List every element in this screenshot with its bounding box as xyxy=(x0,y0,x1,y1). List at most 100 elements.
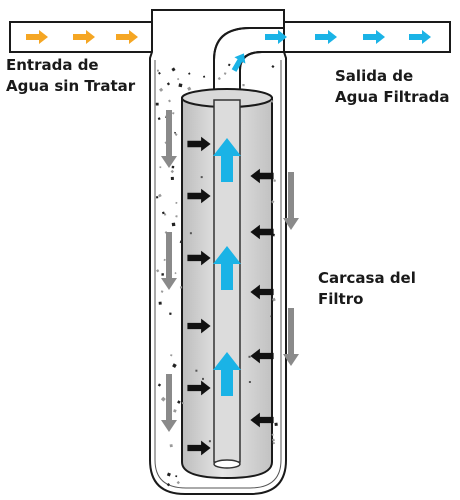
sediment-particle-icon xyxy=(273,179,276,182)
sediment-particle-icon xyxy=(168,99,171,103)
outlet-label-line-1: Salida de xyxy=(335,67,414,85)
sediment-particle-icon xyxy=(271,438,276,442)
outlet-flow-arrow xyxy=(231,53,246,72)
inward-flow-arrow xyxy=(187,136,211,152)
sediment-particle-icon xyxy=(248,355,251,358)
filtered-up-arrow xyxy=(213,246,241,290)
housing-label-line-1: Carcasa del xyxy=(318,269,416,287)
sediment-particle-icon xyxy=(174,133,178,136)
inlet-flow-arrow xyxy=(73,30,95,44)
sediment-particle-icon xyxy=(170,176,174,181)
sediment-particle-icon xyxy=(188,72,191,75)
outlet-label-line-2: Agua Filtrada xyxy=(335,88,450,106)
sediment-particle-icon xyxy=(157,383,162,387)
sediment-particle-icon xyxy=(175,201,178,204)
sediment-particle-icon xyxy=(171,222,176,227)
sediment-particle-icon xyxy=(175,475,178,478)
sediment-particle-icon xyxy=(248,381,251,383)
sediment-particle-icon xyxy=(156,69,159,72)
sediment-particle-icon xyxy=(170,354,173,357)
sediment-particle-icon xyxy=(166,483,171,487)
sediment-particle-icon xyxy=(179,286,183,289)
sediment-particle-icon xyxy=(274,422,278,426)
sediment-particle-icon xyxy=(270,99,274,103)
sediment-particle-icon xyxy=(172,363,177,368)
sediment-particle-icon xyxy=(223,72,227,75)
sediment-particle-icon xyxy=(171,165,175,169)
sediment-particle-icon xyxy=(156,196,159,199)
outlet-label: Salida de Agua Filtrada xyxy=(335,66,449,108)
sediment-particle-icon xyxy=(174,131,176,134)
downflow-arrow xyxy=(161,110,177,168)
downflow-arrow xyxy=(161,232,177,290)
sediment-particle-icon xyxy=(158,193,162,198)
sediment-particle-icon xyxy=(227,63,231,67)
center-tube-bottom xyxy=(213,459,241,469)
flow-arrows xyxy=(26,30,431,456)
sediment-particle-icon xyxy=(200,176,203,179)
sediment-particle-icon xyxy=(272,297,276,302)
sediment-particle-icon xyxy=(176,480,180,485)
inward-flow-arrow xyxy=(250,168,274,184)
sediment-particle-icon xyxy=(175,215,178,218)
sediment-particle-icon xyxy=(271,64,275,69)
sediment-particle-icon xyxy=(161,211,165,215)
sediment-particle-icon xyxy=(217,76,221,81)
sediment-particle-icon xyxy=(270,315,273,318)
sediment-particle-icon xyxy=(166,82,171,86)
sediment-particle-icon xyxy=(271,200,275,204)
sediment-particle-icon xyxy=(157,117,161,121)
sediment-particle-icon xyxy=(177,400,181,404)
sediment-particle-icon xyxy=(159,87,164,92)
sediment-particle-icon xyxy=(158,71,161,75)
sediment-particle-icon xyxy=(161,273,164,276)
sediment-particle-icon xyxy=(174,272,177,275)
inward-flow-arrow xyxy=(250,412,274,428)
housing-label-line-2: Filtro xyxy=(318,290,364,308)
housing-inner-wall xyxy=(154,60,282,489)
sediment-particle-icon xyxy=(170,169,174,174)
inward-flow-arrow xyxy=(187,380,211,396)
sediment-particle-icon xyxy=(163,258,166,262)
sediment-particle-icon xyxy=(158,301,162,305)
sediment-particle-icon xyxy=(163,213,167,216)
inlet-label: Entrada de Agua sin Tratar xyxy=(6,55,135,97)
downflow-arrow xyxy=(283,172,299,230)
sediment-particle-icon xyxy=(160,396,166,402)
sediment-particle-icon xyxy=(242,84,245,87)
inlet-label-line-1: Entrada de xyxy=(6,56,99,74)
downflow-arrow xyxy=(283,308,299,366)
sediment-particle-icon xyxy=(160,290,164,293)
outlet-flow-arrow xyxy=(363,30,385,44)
sediment-particle-icon xyxy=(187,86,192,91)
sediment-particle-icon xyxy=(171,67,176,72)
inward-flow-arrow xyxy=(187,250,211,266)
sediment-particle-icon xyxy=(179,240,184,244)
outlet-flow-arrow xyxy=(265,30,287,44)
sediment-particle-icon xyxy=(178,83,183,88)
sediment-particle-icon xyxy=(172,112,175,115)
inward-flow-arrow xyxy=(187,188,211,204)
filtered-up-arrow xyxy=(213,352,241,396)
sediment-particle-icon xyxy=(272,441,276,445)
inward-flow-arrow xyxy=(250,284,274,300)
filtered-up-arrow xyxy=(213,138,241,182)
outlet-flow-arrow xyxy=(409,30,431,44)
sediment-particle-icon xyxy=(155,102,159,106)
sediment-particle-icon xyxy=(195,369,198,372)
sediment-particle-icon xyxy=(156,269,160,273)
inward-flow-arrow xyxy=(187,318,211,334)
sediment-particle-icon xyxy=(166,472,171,477)
inward-flow-arrow xyxy=(250,224,274,240)
sediment-particle-icon xyxy=(159,166,162,169)
sediment-particle-icon xyxy=(169,444,173,448)
inlet-flow-arrow xyxy=(26,30,48,44)
sediment-particle-icon xyxy=(173,409,177,413)
sediment-particles xyxy=(155,63,278,487)
inward-flow-arrow xyxy=(250,348,274,364)
inlet-label-line-2: Agua sin Tratar xyxy=(6,77,136,95)
sediment-particle-icon xyxy=(189,232,192,235)
sediment-particle-icon xyxy=(181,401,184,405)
sediment-particle-icon xyxy=(203,75,206,78)
